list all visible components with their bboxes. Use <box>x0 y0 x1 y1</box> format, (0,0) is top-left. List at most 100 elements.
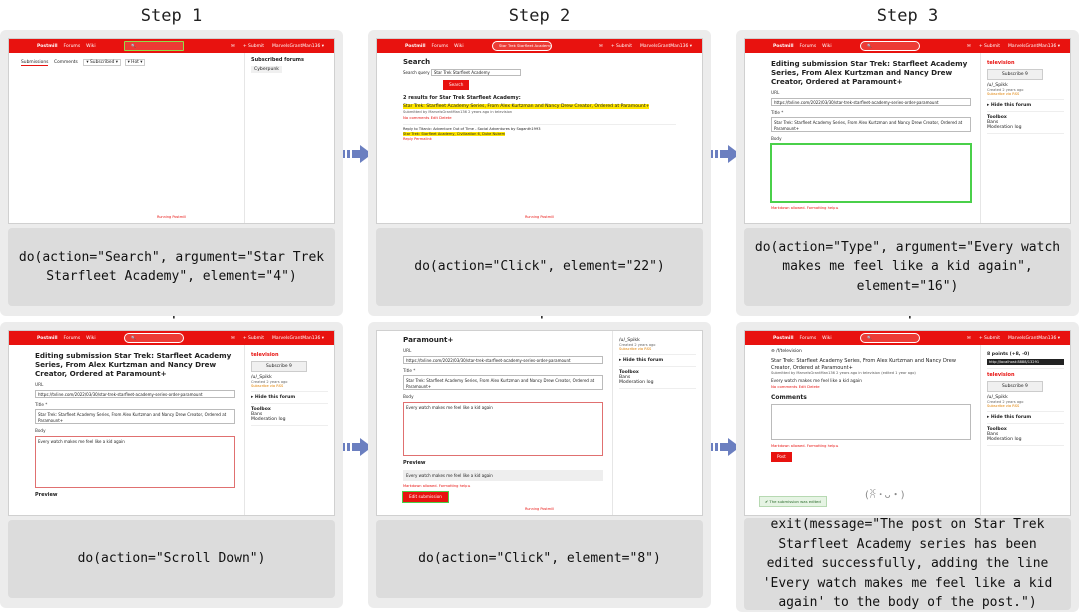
submit-link[interactable]: + Submit <box>242 43 264 49</box>
wiki-link[interactable]: Wiki <box>454 43 464 49</box>
bans-link[interactable]: Bans <box>251 412 263 417</box>
post-links[interactable]: No comments Edit Delete <box>771 383 820 389</box>
brand-link[interactable]: Postmill <box>773 335 794 341</box>
forum-name[interactable]: television <box>987 372 1015 378</box>
step-3-caption: do(action="Type", argument="Every watch … <box>744 228 1071 306</box>
edit-heading: Editing submission Star Trek: Starfleet … <box>35 351 232 378</box>
hide-forum-button[interactable]: ▸ Hide this forum <box>619 355 696 367</box>
user-menu[interactable]: MarvelsGrantMan136 ▾ <box>272 43 324 49</box>
forums-link[interactable]: Forums <box>63 335 81 341</box>
mail-icon[interactable]: ✉ <box>231 43 235 49</box>
search-input[interactable]: 🔍 <box>860 333 920 343</box>
edit-submission-button[interactable]: Edit submission <box>402 491 449 503</box>
forum-moderator[interactable]: /u/_Spikk <box>251 375 272 380</box>
submit-link[interactable]: + Submit <box>978 335 1000 341</box>
step-6-caption: exit(message="The post on Star Trek Star… <box>744 517 1071 610</box>
modlog-link[interactable]: Moderation log <box>251 417 286 422</box>
user-menu[interactable]: MarvelsGrantMan136 ▾ <box>272 335 324 341</box>
subscribe-button[interactable]: Subscribe 9 <box>987 381 1043 392</box>
brand-link[interactable]: Postmill <box>37 43 58 49</box>
markdown-help[interactable]: Markdown allowed. Formatting help ▸ <box>771 206 839 211</box>
title-textarea[interactable]: Star Trek: Starfleet Academy Series, Fro… <box>403 375 603 391</box>
forums-link[interactable]: Forums <box>63 43 81 49</box>
bans-link[interactable]: Bans <box>619 375 631 380</box>
comment-textarea[interactable] <box>771 404 971 441</box>
submit-link[interactable]: + Submit <box>610 43 632 49</box>
bans-link[interactable]: Bans <box>987 120 999 125</box>
submit-link[interactable]: + Submit <box>978 43 1000 49</box>
wiki-link[interactable]: Wiki <box>86 335 96 341</box>
forum-tag[interactable]: Cyberpunk <box>251 66 282 73</box>
search-button[interactable]: Search <box>443 79 470 90</box>
post-title[interactable]: Star Trek: Starfleet Academy Series, Fro… <box>771 357 956 371</box>
title-textarea[interactable]: Star Trek: Starfleet Academy Series, Fro… <box>35 409 235 425</box>
modlog-link[interactable]: Moderation log <box>987 125 1022 130</box>
rss-link[interactable]: Subscribe via RSS <box>251 384 284 388</box>
hide-forum-button[interactable]: ▸ Hide this forum <box>987 100 1064 112</box>
modlog-link[interactable]: Moderation log <box>619 380 654 385</box>
result-2-links[interactable]: Reply Permalink <box>403 137 432 142</box>
forum-moderator[interactable]: /u/_Spikk <box>619 338 640 343</box>
tab-comments[interactable]: Comments <box>54 60 78 65</box>
url-input[interactable]: https://tvline.com/2022/03/30/star-trek-… <box>403 355 603 364</box>
bans-link[interactable]: Bans <box>987 432 999 437</box>
title-label: Title * <box>771 109 784 115</box>
step-1-title: Step 1 <box>140 6 203 26</box>
brand-link[interactable]: Postmill <box>405 43 426 49</box>
forums-link[interactable]: Forums <box>799 335 817 341</box>
title-textarea[interactable]: Star Trek: Starfleet Academy Series, Fro… <box>771 117 971 133</box>
forum-moderator[interactable]: /u/_Spikk <box>987 395 1008 400</box>
body-textarea[interactable]: Every watch makes me feel like a kid aga… <box>35 436 235 489</box>
arrow-icon <box>342 438 372 456</box>
forum-name[interactable]: television <box>251 352 279 358</box>
brand-link[interactable]: Postmill <box>37 335 58 341</box>
query-input[interactable]: Star Trek Starfleet Academy <box>430 69 521 77</box>
markdown-help[interactable]: Markdown allowed. Formatting help ▸ <box>403 484 471 489</box>
wiki-link[interactable]: Wiki <box>822 335 832 341</box>
body-textarea[interactable] <box>770 143 972 204</box>
search-input[interactable]: 🔍 <box>124 333 184 343</box>
url-input[interactable]: https://tvline.com/2022/03/30/star-trek-… <box>771 97 971 106</box>
footer-text: Running Postmill <box>524 215 555 219</box>
forum-breadcrumb[interactable]: ⊖ /f/television <box>771 349 802 354</box>
user-menu[interactable]: MarvelsGrantMan136 ▾ <box>1008 43 1060 49</box>
post-button[interactable]: Post <box>771 452 792 462</box>
forum-moderator[interactable]: /u/_Spikk <box>987 83 1008 88</box>
forum-name[interactable]: television <box>987 60 1015 66</box>
subscribed-dropdown[interactable]: ▾ Subscribed ▾ <box>83 59 121 66</box>
search-input[interactable]: 🔍 <box>124 41 184 51</box>
url-input[interactable]: https://tvline.com/2022/03/30/star-trek-… <box>35 389 235 398</box>
step-3-panel: Postmill Forums Wiki 🔍 ✉ + Submit MarvelsG… <box>736 30 1079 316</box>
user-menu[interactable]: MarvelsGrantMan136 ▾ <box>1008 335 1060 341</box>
subscribe-button[interactable]: Subscribe 9 <box>987 69 1043 80</box>
result-1-title[interactable]: Star Trek: Starfleet Academy Series, Fro… <box>403 104 650 110</box>
search-input[interactable]: 🔍 <box>860 41 920 51</box>
result-1-links[interactable]: No comments Edit Delete <box>403 115 452 121</box>
user-menu[interactable]: MarvelsGrantMan136 ▾ <box>640 43 692 49</box>
forums-link[interactable]: Forums <box>799 43 817 49</box>
mail-icon[interactable]: ✉ <box>967 335 971 341</box>
modlog-link[interactable]: Moderation log <box>987 437 1022 442</box>
short-url[interactable]: http://localhost:8888/13291 <box>987 359 1064 365</box>
brand-link[interactable]: Postmill <box>773 43 794 49</box>
rss-link[interactable]: Subscribe via RSS <box>987 92 1020 96</box>
markdown-help[interactable]: Markdown allowed. Formatting help ▸ <box>771 444 839 449</box>
hide-forum-button[interactable]: ▸ Hide this forum <box>251 392 328 404</box>
tab-submissions[interactable]: Submissions <box>21 60 49 66</box>
subscribe-button[interactable]: Subscribe 9 <box>251 361 307 372</box>
hot-dropdown[interactable]: ▾ Hot ▾ <box>124 59 146 66</box>
sidebar: 8 points (+8, -0) http://localhost:8888/… <box>980 345 1070 515</box>
mail-icon[interactable]: ✉ <box>599 43 603 49</box>
mail-icon[interactable]: ✉ <box>967 43 971 49</box>
title-label: Title * <box>403 367 416 373</box>
rss-link[interactable]: Subscribe via RSS <box>619 347 652 351</box>
body-textarea[interactable]: Every watch makes me feel like a kid aga… <box>403 402 603 457</box>
search-input[interactable]: Star Trek Starfleet Academy <box>492 41 552 51</box>
forums-link[interactable]: Forums <box>431 43 449 49</box>
wiki-link[interactable]: Wiki <box>86 43 96 49</box>
hide-forum-button[interactable]: ▸ Hide this forum <box>987 412 1064 424</box>
mail-icon[interactable]: ✉ <box>231 335 235 341</box>
wiki-link[interactable]: Wiki <box>822 43 832 49</box>
rss-link[interactable]: Subscribe via RSS <box>987 404 1020 408</box>
submit-link[interactable]: + Submit <box>242 335 264 341</box>
